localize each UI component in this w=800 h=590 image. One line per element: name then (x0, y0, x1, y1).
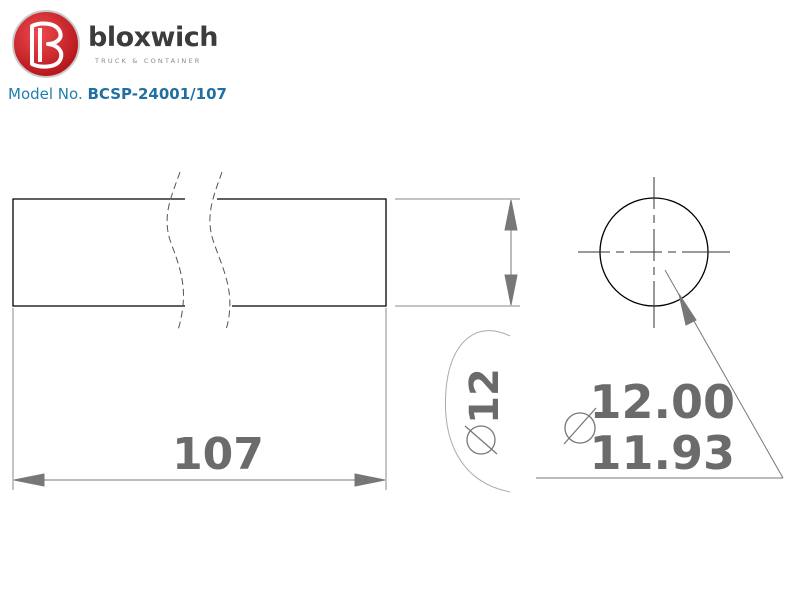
diameter-arrow-bottom (504, 274, 518, 306)
diameter-symbol-icon (466, 425, 496, 455)
break-line-right (209, 171, 231, 331)
bar-outline-right (217, 198, 387, 307)
break-line-left (166, 171, 184, 331)
tolerance-diameter-icon (564, 412, 596, 444)
length-dimension-label: 107 (172, 429, 264, 480)
tolerance-upper-label: 12.00 (589, 375, 735, 429)
length-arrow-right (354, 473, 386, 487)
diameter-arrow-top (504, 199, 518, 231)
bloxwich-logo: bloxwich TRUCK & CONTAINER (10, 8, 230, 80)
logo-emblem-icon (12, 10, 80, 78)
logo-tagline: TRUCK & CONTAINER (95, 57, 202, 65)
model-number: BCSP-24001/107 (87, 85, 227, 103)
leader-arrow (678, 293, 697, 326)
tolerance-diameter-slash (563, 407, 597, 445)
length-arrow-left (13, 473, 45, 487)
logo-wordmark: bloxwich (88, 22, 218, 53)
diameter-symbol-slash (464, 425, 498, 455)
diameter-label-bracket (444, 330, 511, 493)
model-label: Model No. (8, 85, 83, 103)
diameter-nominal-label: 12 (462, 368, 508, 424)
tolerance-lower-label: 11.93 (589, 426, 735, 480)
model-number-line: Model No. BCSP-24001/107 (8, 87, 227, 102)
bar-outline-left (12, 198, 185, 307)
